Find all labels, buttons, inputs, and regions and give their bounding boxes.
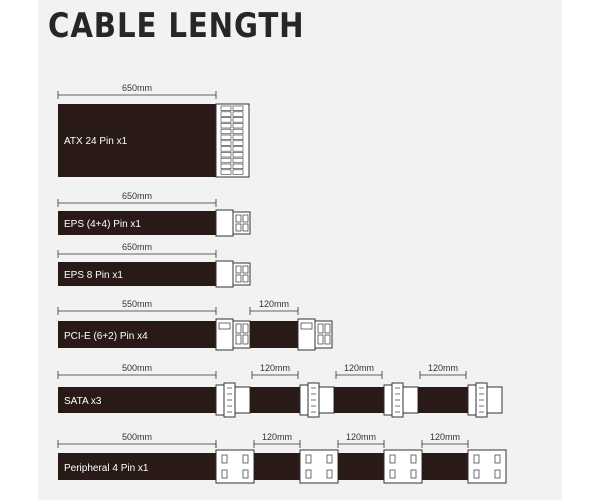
atx-pin-slot xyxy=(220,140,232,146)
cable-label: Peripheral 4 Pin x1 xyxy=(64,463,149,474)
cable-extension xyxy=(338,453,384,480)
cable-length-label: 550mm xyxy=(122,299,152,309)
atx-pin-slot xyxy=(220,157,232,164)
extension-length-label: 120mm xyxy=(346,432,376,442)
molex-connector-3 xyxy=(383,449,423,484)
cable-label: ATX 24 Pin x1 xyxy=(64,136,128,147)
cable-peripheral-4-pin: 500mm Peripheral 4 Pin x1 120mm 120mm xyxy=(57,432,507,484)
atx-pin-slot xyxy=(232,123,244,129)
eps-8-connector xyxy=(215,260,251,288)
atx-pin-slot xyxy=(220,169,232,175)
cable-eps-4-4-pin: 650mm EPS (4+4) Pin x1 xyxy=(57,191,251,237)
atx-pin-slot xyxy=(232,111,244,117)
pcie-connector-1 xyxy=(215,318,251,351)
cable-label: PCI-E (6+2) Pin x4 xyxy=(64,331,148,342)
atx-pin-slot xyxy=(220,123,232,129)
atx-pin-slot xyxy=(220,152,232,158)
cable-body xyxy=(58,262,216,286)
atx-pin-slot xyxy=(232,140,244,146)
pcie-connector-2 xyxy=(297,318,333,351)
cable-length-label: 650mm xyxy=(122,242,152,252)
sata-connector-1 xyxy=(215,382,251,418)
cable-pci-e-6-2-pin: 550mm PCI-E (6+2) Pin x4 120mm xyxy=(57,299,333,351)
atx-24-pin-connector xyxy=(215,103,250,178)
cable-extension xyxy=(254,453,300,480)
page-title: CABLE LENGTH xyxy=(48,6,305,46)
cable-body xyxy=(58,387,216,413)
atx-pin-slot xyxy=(232,128,244,135)
atx-pin-slot xyxy=(232,146,244,152)
molex-connector-4 xyxy=(467,449,507,484)
cable-extension xyxy=(334,387,384,413)
cable-body xyxy=(58,453,216,480)
extension-length-label: 120mm xyxy=(259,299,289,309)
cable-extension xyxy=(422,453,468,480)
sata-connector-3 xyxy=(383,382,419,418)
cable-sata: 500mm SATA x3 120mm xyxy=(57,363,503,418)
cable-label: EPS 8 Pin x1 xyxy=(64,270,123,281)
atx-pin-slot xyxy=(220,146,232,152)
atx-pin-slot xyxy=(220,128,232,135)
atx-pin-slot xyxy=(232,152,244,158)
cable-extension xyxy=(250,387,300,413)
sata-connector-4 xyxy=(467,382,503,418)
cable-length-label: 650mm xyxy=(122,83,152,93)
atx-pin-slot xyxy=(220,163,232,169)
atx-pin-slot xyxy=(232,134,244,140)
cable-atx-24-pin: 650mm ATX 24 Pin x1 xyxy=(57,83,250,178)
cable-body xyxy=(58,211,216,235)
extension-length-label: 120mm xyxy=(344,363,374,373)
atx-pin-slot xyxy=(220,117,232,123)
molex-connector-1 xyxy=(215,449,255,484)
cable-body xyxy=(58,104,216,177)
eps-connector xyxy=(215,209,251,237)
cable-body xyxy=(58,321,216,348)
atx-pin-slot xyxy=(232,117,244,123)
atx-pin-slot xyxy=(220,134,232,140)
cable-eps-8-pin: 650mm EPS 8 Pin x1 xyxy=(57,242,251,288)
atx-pin-slot xyxy=(232,105,244,111)
molex-connector-2 xyxy=(299,449,339,484)
cable-length-label: 500mm xyxy=(122,363,152,373)
atx-pin-slot xyxy=(232,163,244,169)
diagram-panel xyxy=(38,0,562,500)
atx-pin-slot xyxy=(220,111,232,117)
extension-length-label: 120mm xyxy=(428,363,458,373)
atx-pin-slot xyxy=(220,105,232,111)
extension-length-label: 120mm xyxy=(260,363,290,373)
sata-connector-2 xyxy=(299,382,335,418)
extension-length-label: 120mm xyxy=(430,432,460,442)
cable-extension xyxy=(250,321,298,348)
cable-length-label: 650mm xyxy=(122,191,152,201)
atx-pin-slot xyxy=(232,157,244,164)
cable-extension xyxy=(418,387,468,413)
cable-label: EPS (4+4) Pin x1 xyxy=(64,219,141,230)
atx-pin-slot xyxy=(232,169,244,175)
cable-length-label: 500mm xyxy=(122,432,152,442)
extension-length-label: 120mm xyxy=(262,432,292,442)
cable-label: SATA x3 xyxy=(64,396,102,407)
